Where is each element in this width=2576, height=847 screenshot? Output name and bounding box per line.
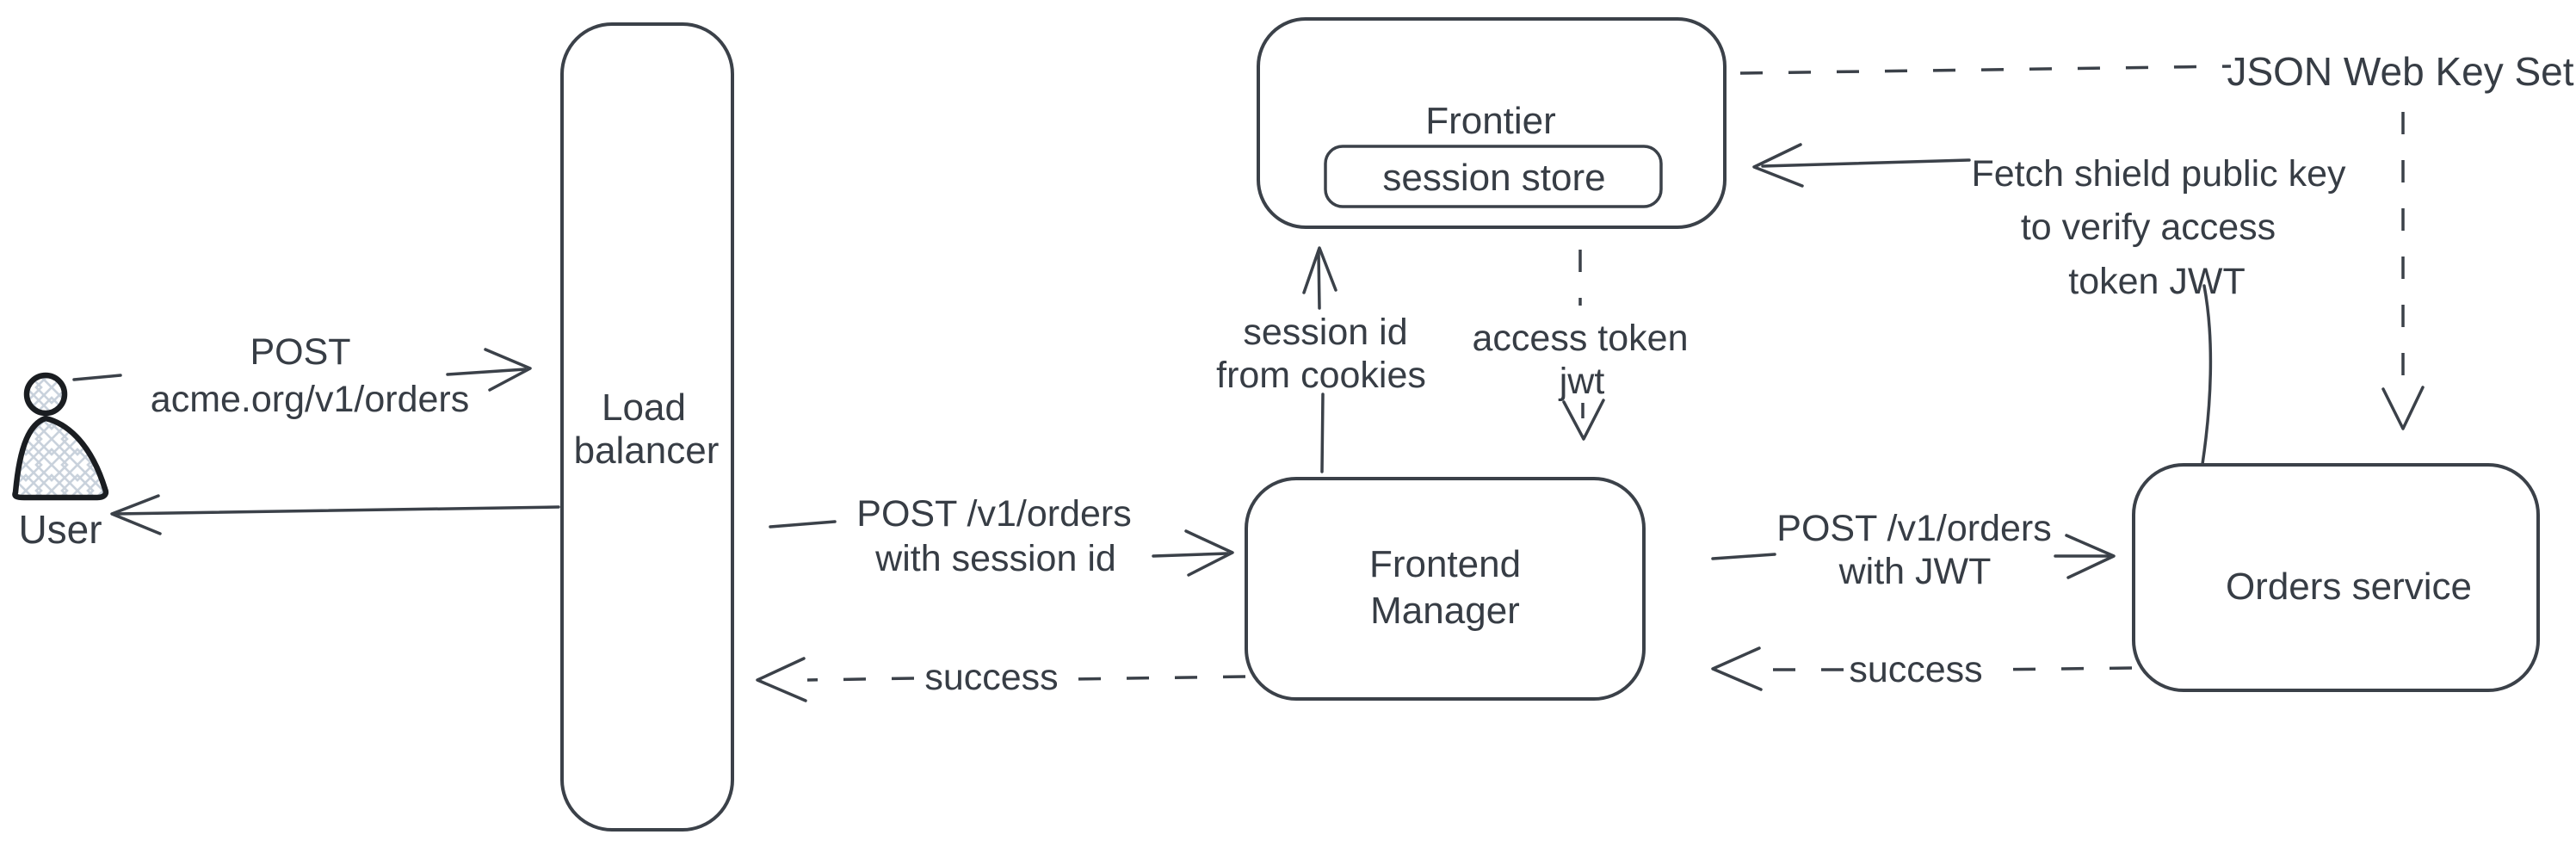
edge-label-line1: access token [1473, 318, 1689, 359]
arrow-segment [72, 374, 122, 381]
orders-service-label: Orders service [2226, 566, 2472, 608]
edge-load-balancer-to-frontend-manager: POST /v1/orders with session id [769, 493, 1234, 579]
frontend-manager-box [1245, 477, 1646, 701]
load-balancer-label-line1: Load [602, 386, 686, 429]
edge-label-line2: from cookies [1216, 355, 1426, 396]
edge-label-line1: POST [250, 331, 350, 373]
user-avatar-head [23, 372, 68, 417]
edge-jwks-to-orders-service [2381, 112, 2425, 430]
arrow-segment [446, 368, 527, 376]
frontier-label: Frontier [1425, 100, 1556, 142]
arrowhead-down [1562, 399, 1605, 441]
edge-orders-service-to-frontend-manager-success: success [1711, 646, 2133, 691]
jwks-label: JSON Web Key Set [2227, 49, 2573, 94]
user-avatar-body [12, 415, 109, 501]
edge-frontier-to-jwks: JSON Web Key Set [1739, 49, 2574, 94]
arrowhead-left [110, 494, 162, 535]
dashed-line [1989, 666, 2133, 671]
user-label: User [18, 507, 102, 552]
edge-label-line3: token JWT [2068, 261, 2246, 302]
arrow-segment [1711, 553, 1776, 560]
arrowhead-left [1711, 646, 1763, 691]
edge-frontend-manager-to-load-balancer-success: success [756, 657, 1246, 702]
edge-user-to-load-balancer: POST acme.org/v1/orders [72, 331, 532, 420]
edge-label-line2: with JWT [1838, 551, 1992, 592]
arrowhead-left [756, 657, 807, 702]
orders-service-node: Orders service [2132, 463, 2540, 692]
frontend-manager-node: Frontend Manager [1245, 477, 1646, 701]
frontend-manager-label-line2: Manager [1370, 590, 1520, 632]
edge-orders-service-to-frontier: Fetch shield public key to verify access… [1752, 143, 2346, 466]
edge-label-line2: to verify access [2021, 207, 2276, 248]
arrow-horizontal-line [1761, 158, 1971, 168]
frontier-node: Frontier session store [1257, 17, 1727, 229]
frontend-manager-label-line1: Frontend [1369, 543, 1521, 585]
dashed-line [1072, 675, 1246, 681]
dashed-line [806, 677, 915, 682]
edge-frontend-manager-to-orders-service: POST /v1/orders with JWT [1711, 508, 2116, 592]
arrowhead-right [2065, 534, 2116, 579]
load-balancer-node: Load balancer [560, 22, 734, 832]
frontier-box [1257, 17, 1727, 229]
dashed-line [1739, 65, 2232, 75]
arrow-line [114, 505, 560, 516]
arrow-segment [769, 520, 837, 529]
session-store-label: session store [1382, 157, 1605, 199]
arrowhead-right [1184, 529, 1234, 577]
edge-label-line1: POST /v1/orders [856, 493, 1131, 535]
arrow-segment [1152, 552, 1229, 558]
edge-label-line1: Fetch shield public key [1972, 153, 2346, 195]
load-balancer-label-line2: balancer [574, 430, 720, 472]
edge-label-line2: acme.org/v1/orders [151, 379, 469, 420]
edge-label-line2: with session id [874, 538, 1116, 579]
edge-load-balancer-to-user [110, 494, 560, 535]
edge-frontier-to-frontend-manager: access token jwt [1473, 250, 1689, 441]
arrowhead-right [484, 348, 532, 392]
load-balancer-box [560, 22, 734, 832]
orders-service-box [2132, 463, 2540, 692]
user-node: User [12, 372, 109, 552]
arrow-shaft-lower [1320, 393, 1325, 473]
arrowhead-down [2381, 386, 2425, 430]
arrowhead-up [1302, 246, 1337, 294]
edge-label-line1: session id [1243, 312, 1407, 353]
edge-label: success [924, 657, 1058, 698]
arrow-vertical-curve [2201, 284, 2213, 466]
session-store-box [1324, 145, 1663, 208]
edge-label-line1: POST /v1/orders [1776, 508, 2051, 549]
arrowhead-left [1752, 143, 1804, 188]
edge-frontend-manager-to-frontier: session id from cookies [1216, 246, 1426, 473]
edge-label: success [1849, 649, 1982, 690]
edge-label-line2: jwt [1558, 361, 1605, 402]
